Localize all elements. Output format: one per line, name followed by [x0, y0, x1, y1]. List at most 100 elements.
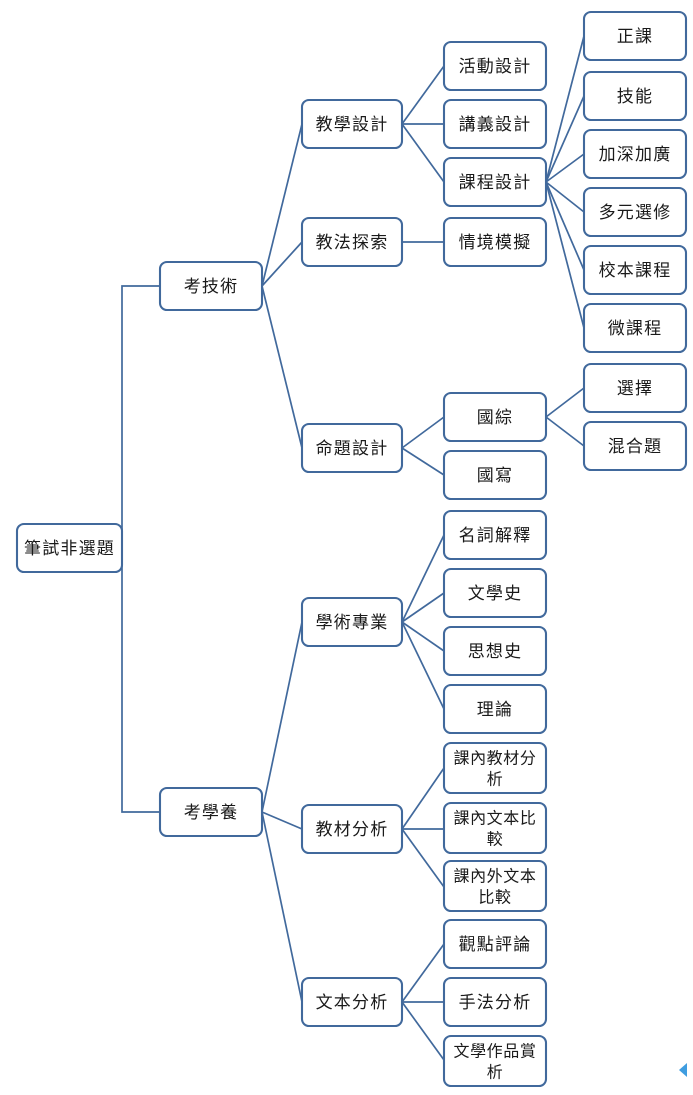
node-kaojishu-box[interactable]: [158, 260, 264, 312]
connector-kecheng-to-jiashen: [545, 153, 585, 183]
node-mingti-sheji-label: 命題設計: [316, 439, 389, 459]
node-lilun-box[interactable]: [442, 683, 548, 735]
node-wenben-fenxi[interactable]: 文本分析: [300, 976, 404, 1028]
node-kenei-jiaocai-fenxi-label-line2: 析: [487, 770, 504, 789]
node-shoufa-fenxi[interactable]: 手法分析: [442, 976, 548, 1028]
node-lilun[interactable]: 理論: [442, 683, 548, 735]
node-mingti-sheji[interactable]: 命題設計: [300, 422, 404, 474]
connector-mingti-to-guoxie: [401, 447, 445, 476]
node-kaoxueyang[interactable]: 考學養: [158, 786, 264, 838]
node-jiashen-jiaguang-box[interactable]: [582, 128, 688, 180]
node-xuanze-label: 選擇: [617, 379, 653, 399]
node-guozong[interactable]: 國綜: [442, 391, 548, 443]
node-jiaocai-fenxi[interactable]: 教材分析: [300, 803, 404, 855]
node-xueshu-zhuanye[interactable]: 學術專業: [300, 596, 404, 648]
node-jineng-box[interactable]: [582, 70, 688, 122]
node-kenei-jiaocai-fenxi-box[interactable]: [442, 741, 548, 795]
node-kecheng-sheji-box[interactable]: [442, 156, 548, 208]
node-guandian-pinglun-box[interactable]: [442, 918, 548, 970]
node-hunheti-box[interactable]: [582, 420, 688, 472]
connector-jiaoxue-to-huodong: [401, 65, 445, 125]
node-jiashen-jiaguang[interactable]: 加深加廣: [582, 128, 688, 180]
node-mingci-jieshi[interactable]: 名詞解釋: [442, 509, 548, 561]
node-wenxueshi-box[interactable]: [442, 567, 548, 619]
connector-kaojishu-to-jiaoxue: [261, 123, 303, 287]
node-jineng[interactable]: 技能: [582, 70, 688, 122]
node-sixiangshi-label: 思想史: [468, 642, 523, 662]
node-weikecheng[interactable]: 微課程: [582, 302, 688, 354]
node-huodong-sheji[interactable]: 活動設計: [442, 40, 548, 92]
node-duoyuan-xuanxiu[interactable]: 多元選修: [582, 186, 688, 238]
node-xuanze[interactable]: 選擇: [582, 362, 688, 414]
node-kenei-wenben-bijiao[interactable]: 課內文本比 較: [442, 801, 548, 855]
node-jiaofa-tansuo[interactable]: 教法探索: [300, 216, 404, 268]
connector-kaoxueyang-to-wenben: [261, 811, 303, 1003]
node-xiaoben-kecheng-label: 校本課程: [599, 261, 672, 281]
connector-layer: [120, 35, 585, 1061]
node-jiangyi-sheji[interactable]: 講義設計: [442, 98, 548, 150]
node-kaojishu[interactable]: 考技術: [158, 260, 264, 312]
node-hunheti-label: 混合題: [608, 437, 663, 457]
connector-jiaocai-to-keneiwai: [401, 828, 445, 888]
node-zhengke[interactable]: 正課: [582, 10, 688, 62]
connector-guozong-to-hunheti: [545, 416, 585, 447]
connector-xueshu-to-wenxueshi: [401, 592, 445, 623]
node-kenei-jiaocai-fenxi-label-line1: 課內教材分: [453, 749, 536, 768]
node-xiaoben-kecheng[interactable]: 校本課程: [582, 244, 688, 296]
node-jiaocai-fenxi-box[interactable]: [300, 803, 404, 855]
node-hunheti[interactable]: 混合題: [582, 420, 688, 472]
node-mingti-sheji-box[interactable]: [300, 422, 404, 474]
node-qingjing-moni[interactable]: 情境模擬: [442, 216, 548, 268]
node-guandian-pinglun-label: 觀點評論: [459, 935, 532, 955]
node-qingjing-moni-box[interactable]: [442, 216, 548, 268]
connector-kecheng-to-duoyuan: [545, 181, 585, 213]
node-xiaoben-kecheng-box[interactable]: [582, 244, 688, 296]
node-weikecheng-label: 微課程: [608, 319, 663, 339]
node-jiangyi-sheji-box[interactable]: [442, 98, 548, 150]
node-kenei-wenben-bijiao-box[interactable]: [442, 801, 548, 855]
node-duoyuan-xuanxiu-box[interactable]: [582, 186, 688, 238]
node-jiaofa-tansuo-box[interactable]: [300, 216, 404, 268]
connector-kaoxueyang-to-jiaocai: [261, 811, 303, 830]
node-kecheng-sheji[interactable]: 課程設計: [442, 156, 548, 208]
connector-root-to-kaojishu: [121, 285, 160, 548]
node-guoxie[interactable]: 國寫: [442, 449, 548, 501]
node-keneiwai-wenben-bijiao[interactable]: 課內外文本 比較: [442, 859, 548, 913]
node-jiaoxue-sheji-label: 教學設計: [316, 115, 389, 135]
node-root-box[interactable]: [15, 522, 124, 574]
node-sixiangshi-box[interactable]: [442, 625, 548, 677]
connector-kaojishu-to-jiaofa: [261, 241, 303, 287]
node-sixiangshi[interactable]: 思想史: [442, 625, 548, 677]
node-kenei-wenben-bijiao-label-line1: 課內文本比: [453, 809, 536, 828]
node-jiashen-jiaguang-label: 加深加廣: [599, 145, 672, 165]
node-mingci-jieshi-box[interactable]: [442, 509, 548, 561]
node-kaoxueyang-box[interactable]: [158, 786, 264, 838]
connector-root-to-kaoxueyang: [121, 548, 160, 813]
node-duoyuan-xuanxiu-label: 多元選修: [599, 203, 672, 223]
connector-kecheng-to-weikecheng: [545, 181, 585, 329]
node-wenxue-zuopin-shangxi[interactable]: 文學作品賞 析: [442, 1034, 548, 1088]
node-xuanze-box[interactable]: [582, 362, 688, 414]
node-shoufa-fenxi-box[interactable]: [442, 976, 548, 1028]
node-weikecheng-box[interactable]: [582, 302, 688, 354]
node-zhengke-box[interactable]: [582, 10, 688, 62]
node-guandian-pinglun[interactable]: 觀點評論: [442, 918, 548, 970]
node-root[interactable]: 筆試非選題: [15, 522, 124, 574]
connector-wenben-to-wenxuezuopin: [401, 1001, 445, 1061]
connector-kecheng-to-jineng: [545, 95, 585, 183]
node-xueshu-zhuanye-box[interactable]: [300, 596, 404, 648]
node-wenxueshi[interactable]: 文學史: [442, 567, 548, 619]
node-wenben-fenxi-box[interactable]: [300, 976, 404, 1028]
node-huodong-sheji-box[interactable]: [442, 40, 548, 92]
node-wenxue-zuopin-shangxi-box[interactable]: [442, 1034, 548, 1088]
connector-jiaoxue-to-kecheng: [401, 123, 445, 183]
node-guoxie-box[interactable]: [442, 449, 548, 501]
node-guozong-box[interactable]: [442, 391, 548, 443]
node-mingci-jieshi-label: 名詞解釋: [459, 526, 532, 546]
node-jiaoxue-sheji-box[interactable]: [300, 98, 404, 150]
node-jiaoxue-sheji[interactable]: 教學設計: [300, 98, 404, 150]
node-kenei-jiaocai-fenxi[interactable]: 課內教材分 析: [442, 741, 548, 795]
node-wenben-fenxi-label: 文本分析: [316, 993, 389, 1013]
node-keneiwai-wenben-bijiao-box[interactable]: [442, 859, 548, 913]
